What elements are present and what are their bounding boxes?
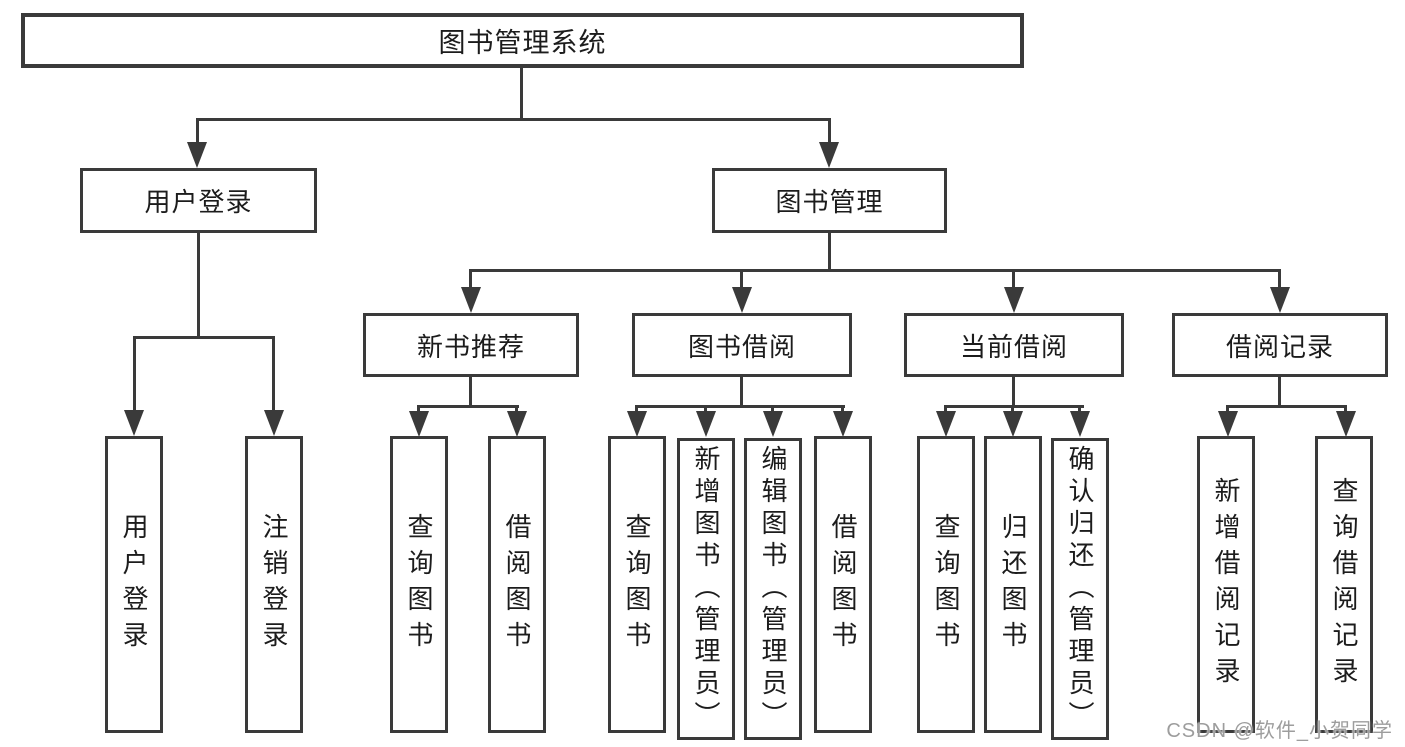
connector-line <box>469 269 1280 272</box>
node-add-borrow-record: 新增借阅记录 <box>1197 436 1255 733</box>
arrow-down-icon <box>1004 287 1024 313</box>
connector-line <box>196 118 199 148</box>
connector-line <box>945 405 1084 408</box>
arrow-down-icon <box>124 410 144 436</box>
node-add-books-admin: 新增图书（管理员） <box>677 438 735 740</box>
arrow-down-icon <box>507 411 527 437</box>
connector-line <box>520 68 523 119</box>
node-label: 图书管理 <box>775 187 884 217</box>
connector-line <box>740 377 743 407</box>
connector-line <box>197 118 831 121</box>
node-label: 用户登录 <box>119 512 149 657</box>
node-label: 图书借阅 <box>687 331 796 362</box>
connector-line <box>133 336 275 339</box>
node-query-books-3: 查询图书 <box>917 436 975 733</box>
node-borrow-books-2: 借阅图书 <box>814 436 872 733</box>
node-label: 查询图书 <box>931 512 961 657</box>
node-label: 新增借阅记录 <box>1211 476 1241 693</box>
connector-line <box>133 336 136 414</box>
node-edit-books-admin: 编辑图书（管理员） <box>744 438 802 740</box>
connector-line <box>272 336 275 414</box>
node-label: 借阅图书 <box>828 512 858 657</box>
arrow-down-icon <box>696 411 716 437</box>
connector-line <box>1012 269 1015 291</box>
arrow-down-icon <box>1070 411 1090 437</box>
connector-line <box>635 405 845 408</box>
node-query-books-1: 查询图书 <box>390 436 448 733</box>
connector-line <box>1278 377 1281 407</box>
node-query-books-2: 查询图书 <box>608 436 666 733</box>
node-logout: 注销登录 <box>245 436 303 733</box>
node-label: 查询借阅记录 <box>1329 476 1359 693</box>
node-user-login: 用户登录 <box>80 168 317 233</box>
node-label: 确认归还（管理员） <box>1065 445 1095 733</box>
arrow-down-icon <box>732 287 752 313</box>
connector-line <box>828 118 831 148</box>
node-label: 查询图书 <box>404 512 434 657</box>
node-label: 图书管理系统 <box>438 28 607 58</box>
node-label: 当前借阅 <box>959 331 1068 362</box>
node-label: 借阅图书 <box>502 512 532 657</box>
connector-line <box>197 233 200 337</box>
node-book-borrowing: 图书借阅 <box>632 313 852 377</box>
node-label: 查询图书 <box>622 512 652 657</box>
arrow-down-icon <box>264 410 284 436</box>
arrow-down-icon <box>187 142 207 168</box>
arrow-down-icon <box>936 411 956 437</box>
connector-line <box>1278 269 1281 291</box>
arrow-down-icon <box>833 411 853 437</box>
connector-line <box>828 233 831 271</box>
node-label: 借阅记录 <box>1225 331 1334 362</box>
node-user-login-leaf: 用户登录 <box>105 436 163 733</box>
csdn-watermark: CSDN @软件_小贺同学 <box>1166 720 1393 742</box>
arrow-down-icon <box>1003 411 1023 437</box>
arrow-down-icon <box>461 287 481 313</box>
node-current-borrowing: 当前借阅 <box>904 313 1124 377</box>
arrow-down-icon <box>1218 411 1238 437</box>
node-library-management-system: 图书管理系统 <box>21 13 1024 68</box>
node-borrowing-records: 借阅记录 <box>1172 313 1388 377</box>
node-label: 新增图书（管理员） <box>691 445 721 733</box>
node-confirm-return-admin: 确认归还（管理员） <box>1051 438 1109 740</box>
node-return-books: 归还图书 <box>984 436 1042 733</box>
node-label: 编辑图书（管理员） <box>758 445 788 733</box>
arrow-down-icon <box>819 142 839 168</box>
arrow-down-icon <box>627 411 647 437</box>
node-borrow-books-1: 借阅图书 <box>488 436 546 733</box>
node-query-borrow-record: 查询借阅记录 <box>1315 436 1373 733</box>
connector-line <box>1227 405 1347 408</box>
connector-line <box>469 377 472 407</box>
connector-line <box>418 405 519 408</box>
node-new-book-recommend: 新书推荐 <box>363 313 579 377</box>
node-label: 新书推荐 <box>416 331 525 362</box>
node-book-management: 图书管理 <box>712 168 947 233</box>
node-label: 归还图书 <box>998 512 1028 657</box>
arrow-down-icon <box>1270 287 1290 313</box>
arrow-down-icon <box>409 411 429 437</box>
arrow-down-icon <box>763 411 783 437</box>
connector-line <box>1012 377 1015 407</box>
connector-line <box>469 269 472 291</box>
arrow-down-icon <box>1336 411 1356 437</box>
node-label: 注销登录 <box>259 512 289 657</box>
connector-line <box>740 269 743 291</box>
node-label: 用户登录 <box>144 187 253 217</box>
